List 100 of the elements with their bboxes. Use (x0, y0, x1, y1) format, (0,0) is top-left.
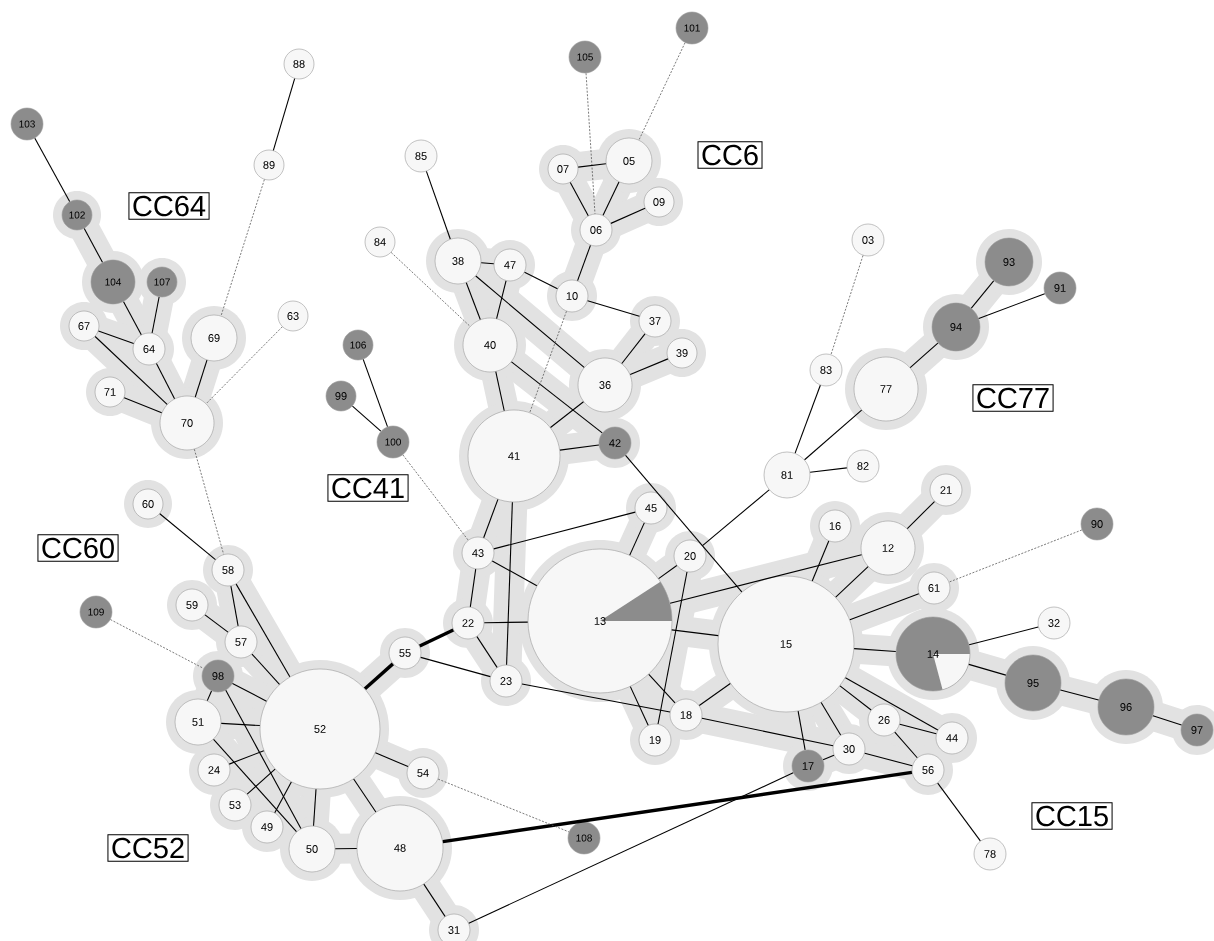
connector-line (235, 583, 291, 678)
network-node: 39 (666, 337, 698, 369)
cluster-label: CC52 (107, 834, 189, 862)
network-node: 07 (547, 153, 579, 185)
connector-line (220, 179, 265, 317)
connector-line (864, 752, 913, 767)
network-node: 98 (201, 659, 235, 693)
connector-line (159, 513, 216, 561)
network-node: 10 (555, 279, 589, 313)
connector-line (480, 262, 495, 265)
network-node: 109 (79, 595, 113, 629)
connector-line (804, 409, 863, 461)
connector-line (363, 662, 394, 691)
network-node: 18 (669, 698, 703, 732)
network-node: 41 (467, 409, 561, 503)
network-node: 03 (851, 223, 885, 257)
connector-line (629, 522, 645, 556)
connector-line (437, 778, 570, 833)
network-node: 104 (90, 259, 136, 305)
network-node: 83 (809, 353, 843, 387)
connector-line (510, 361, 603, 434)
connector-line (610, 207, 646, 224)
connector-line (701, 717, 834, 747)
connector-line (809, 467, 848, 473)
connector-line (978, 293, 1046, 319)
network-node: 13 (527, 548, 673, 694)
network-node: 78 (973, 837, 1007, 871)
connector-line (506, 501, 513, 666)
network-node: 59 (175, 588, 209, 622)
network-node: 82 (846, 449, 880, 483)
connector-line (968, 663, 1007, 676)
connector-line (569, 181, 589, 217)
connector-line (1152, 715, 1183, 726)
cluster-label: CC60 (37, 534, 119, 562)
connector-line (658, 565, 678, 580)
network-node: 61 (917, 571, 951, 605)
connector-line (671, 629, 719, 637)
network-node: 103 (10, 107, 44, 141)
connector-line (835, 566, 869, 598)
network-node: 81 (763, 451, 811, 499)
network-node: 108 (567, 821, 601, 855)
connector-line (629, 358, 669, 376)
connector-line (899, 723, 937, 735)
network-node: 107 (146, 266, 178, 298)
connector-line (549, 401, 585, 429)
connector-line (906, 500, 936, 530)
connector-line (937, 782, 981, 842)
network-node: 36 (577, 357, 633, 413)
connector-line (419, 628, 455, 648)
connector-line (577, 163, 607, 168)
connector-line (423, 883, 446, 917)
connector-line (1059, 689, 1100, 701)
network-node: 45 (634, 491, 668, 525)
connector-line (274, 781, 292, 814)
network-node: 106 (342, 329, 374, 361)
connector-line (193, 448, 225, 555)
network-node: 101 (675, 11, 709, 45)
connector-line (496, 280, 507, 320)
connector-line (839, 685, 872, 711)
connector-line (97, 330, 135, 345)
connector-line (657, 571, 688, 725)
network-node: 43 (461, 536, 495, 570)
network-node: 100 (376, 425, 410, 459)
connector-line (151, 296, 160, 334)
network-node: 51 (174, 698, 222, 746)
network-node: 63 (277, 300, 309, 332)
network-node: 67 (68, 310, 100, 342)
connector-line (94, 335, 168, 405)
connector-line (587, 300, 640, 317)
connector-line (625, 454, 743, 593)
network-node: 85 (404, 139, 438, 173)
connector-line (362, 358, 389, 428)
network-node: 58 (211, 553, 245, 587)
network-node: 99 (325, 380, 357, 412)
network-node: 93 (984, 237, 1034, 287)
connector-line (559, 444, 600, 451)
network-node: 30 (832, 732, 866, 766)
connector-line (230, 585, 239, 627)
connector-line (468, 772, 794, 924)
cluster-label: CC64 (128, 192, 210, 220)
network-node: 95 (1004, 654, 1062, 712)
connector-line (442, 770, 913, 844)
connector-line (123, 301, 142, 336)
connector-line (524, 271, 558, 290)
connector-line (204, 614, 229, 633)
connector-line (194, 359, 208, 398)
network-node: 91 (1043, 271, 1077, 305)
network-node: 56 (911, 753, 945, 787)
connector-line (420, 656, 491, 678)
network-node: 77 (853, 356, 919, 422)
cluster-label: CC6 (697, 141, 763, 169)
connector-line (225, 689, 302, 830)
network-node: 24 (197, 753, 231, 787)
network-node: 47 (493, 248, 527, 282)
network-node: 89 (253, 149, 285, 181)
network-node: 14 (895, 616, 971, 692)
connector-line (638, 42, 686, 141)
connector-line (585, 72, 596, 215)
network-node: 55 (388, 636, 422, 670)
network-node: 05 (605, 137, 653, 185)
